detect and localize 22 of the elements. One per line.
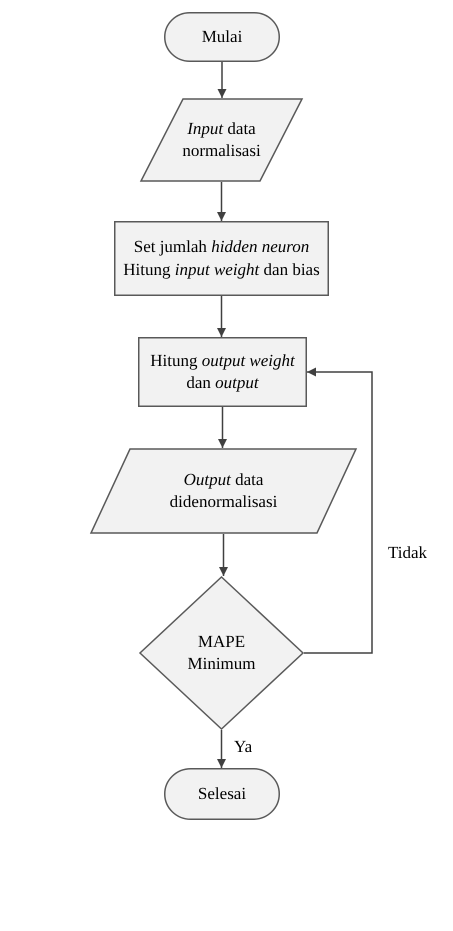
node-text: Selesai bbox=[198, 782, 246, 805]
arrow bbox=[219, 534, 228, 576]
node-text: MAPE Minimum bbox=[186, 630, 256, 675]
arrow bbox=[217, 182, 226, 221]
node-text: Set jumlah hidden neuron bbox=[134, 236, 310, 258]
node-text: Hitung input weight dan bias bbox=[123, 258, 320, 281]
arrow bbox=[217, 296, 226, 337]
process-box bbox=[114, 221, 329, 296]
terminal-shape bbox=[164, 768, 280, 820]
arrow bbox=[218, 62, 226, 98]
terminal-shape bbox=[164, 12, 280, 62]
arrow bbox=[217, 730, 226, 768]
node-text: Mulai bbox=[202, 26, 242, 48]
decision-diamond bbox=[139, 576, 304, 730]
node-text: Input data normalisasi bbox=[182, 118, 261, 162]
node-text: Hitung output weight dan output bbox=[149, 350, 296, 394]
output-parallelogram bbox=[90, 448, 357, 534]
input-parallelogram bbox=[140, 98, 303, 182]
arrow bbox=[218, 407, 227, 448]
process-box bbox=[138, 337, 307, 407]
arrow bbox=[304, 368, 373, 654]
node-text: Output data didenormalisasi bbox=[168, 468, 278, 513]
